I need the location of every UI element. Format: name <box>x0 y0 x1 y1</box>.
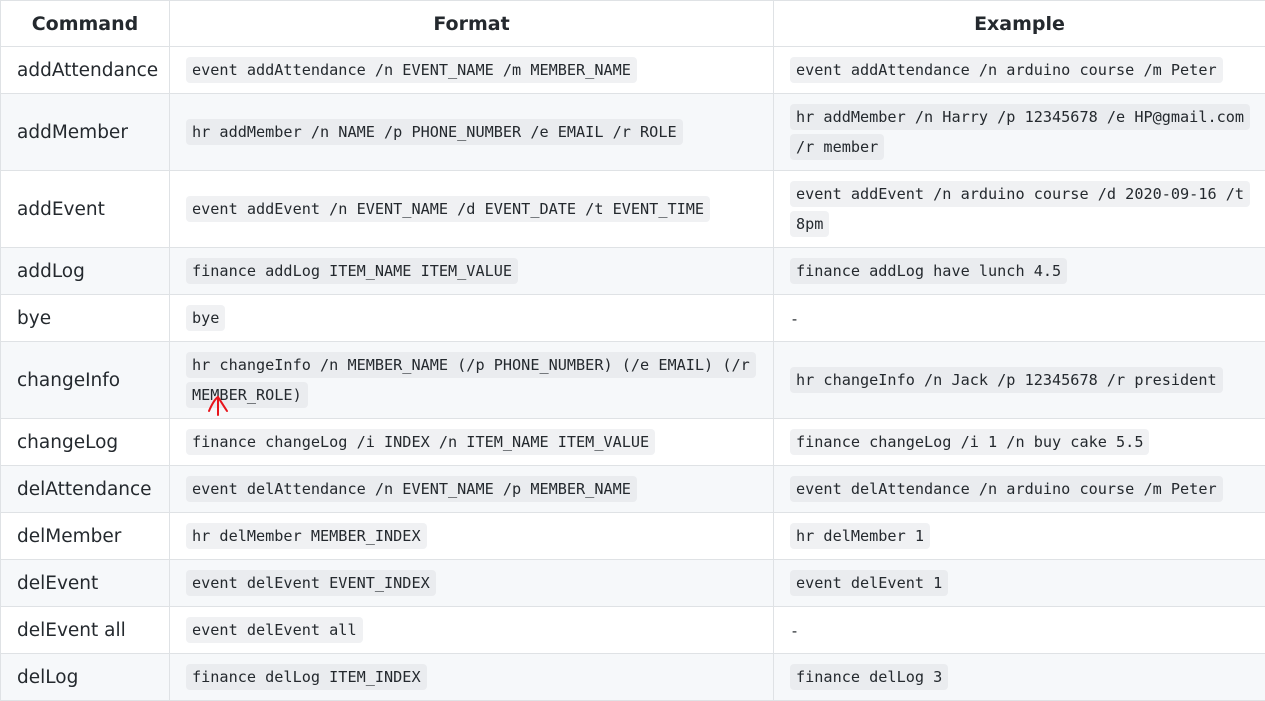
format-code: event delEvent EVENT_INDEX <box>186 570 436 596</box>
example-cell: finance changeLog /i 1 /n buy cake 5.5 <box>774 419 1265 466</box>
table-row: delMember hr delMember MEMBER_INDEX hr d… <box>1 513 1265 560</box>
format-code: event addEvent /n EVENT_NAME /d EVENT_DA… <box>186 196 710 222</box>
table-row: addMember hr addMember /n NAME /p PHONE_… <box>1 94 1265 171</box>
command-cell: changeLog <box>1 419 170 466</box>
format-cell: hr delMember MEMBER_INDEX <box>170 513 774 560</box>
command-cell: addMember <box>1 94 170 171</box>
example-cell: - <box>774 295 1265 342</box>
example-code: hr changeInfo /n Jack /p 12345678 /r pre… <box>790 367 1223 393</box>
header-row: Command Format Example <box>1 1 1265 47</box>
example-code: event delAttendance /n arduino course /m… <box>790 476 1223 502</box>
table-row: delEvent all event delEvent all - <box>1 607 1265 654</box>
table-header: Command Format Example <box>1 1 1265 47</box>
table-row: delAttendance event delAttendance /n EVE… <box>1 466 1265 513</box>
format-code: hr delMember MEMBER_INDEX <box>186 523 427 549</box>
command-cell: changeInfo <box>1 342 170 419</box>
command-cell: delEvent <box>1 560 170 607</box>
example-cell: finance delLog 3 <box>774 654 1265 701</box>
format-cell: finance delLog ITEM_INDEX <box>170 654 774 701</box>
empty-example-dash: - <box>790 622 799 640</box>
command-cell: bye <box>1 295 170 342</box>
header-example: Example <box>774 1 1265 47</box>
table-row: bye bye - <box>1 295 1265 342</box>
table-row: changeLog finance changeLog /i INDEX /n … <box>1 419 1265 466</box>
example-code: hr delMember 1 <box>790 523 930 549</box>
format-cell: event delAttendance /n EVENT_NAME /p MEM… <box>170 466 774 513</box>
example-code: hr addMember /n Harry /p 12345678 /e HP@… <box>790 104 1250 160</box>
table-row: delEvent event delEvent EVENT_INDEX even… <box>1 560 1265 607</box>
table-row: addLog finance addLog ITEM_NAME ITEM_VAL… <box>1 248 1265 295</box>
format-cell: event delEvent all <box>170 607 774 654</box>
example-cell: hr addMember /n Harry /p 12345678 /e HP@… <box>774 94 1265 171</box>
command-cell: delLog <box>1 654 170 701</box>
format-cell: finance changeLog /i INDEX /n ITEM_NAME … <box>170 419 774 466</box>
command-cell: addEvent <box>1 171 170 248</box>
empty-example-dash: - <box>790 310 799 328</box>
example-cell: event addAttendance /n arduino course /m… <box>774 47 1265 94</box>
format-cell: event delEvent EVENT_INDEX <box>170 560 774 607</box>
format-code: hr addMember /n NAME /p PHONE_NUMBER /e … <box>186 119 683 145</box>
command-cell: delEvent all <box>1 607 170 654</box>
example-code: finance changeLog /i 1 /n buy cake 5.5 <box>790 429 1149 455</box>
header-format: Format <box>170 1 774 47</box>
example-cell: hr delMember 1 <box>774 513 1265 560</box>
example-cell: finance addLog have lunch 4.5 <box>774 248 1265 295</box>
example-cell: event delEvent 1 <box>774 560 1265 607</box>
format-cell: finance addLog ITEM_NAME ITEM_VALUE <box>170 248 774 295</box>
format-cell: event addAttendance /n EVENT_NAME /m MEM… <box>170 47 774 94</box>
table-row: addEvent event addEvent /n EVENT_NAME /d… <box>1 171 1265 248</box>
format-cell: hr addMember /n NAME /p PHONE_NUMBER /e … <box>170 94 774 171</box>
command-cell: delAttendance <box>1 466 170 513</box>
header-command: Command <box>1 1 170 47</box>
format-code: finance addLog ITEM_NAME ITEM_VALUE <box>186 258 518 284</box>
format-code: finance delLog ITEM_INDEX <box>186 664 427 690</box>
format-cell: bye <box>170 295 774 342</box>
format-code: bye <box>186 305 225 331</box>
example-code: event addAttendance /n arduino course /m… <box>790 57 1223 83</box>
command-cell: delMember <box>1 513 170 560</box>
table-body: addAttendance event addAttendance /n EVE… <box>1 47 1265 701</box>
table-row: delLog finance delLog ITEM_INDEX finance… <box>1 654 1265 701</box>
format-code: event addAttendance /n EVENT_NAME /m MEM… <box>186 57 637 83</box>
format-code: hr changeInfo /n MEMBER_NAME (/p PHONE_N… <box>186 352 756 408</box>
table-row: addAttendance event addAttendance /n EVE… <box>1 47 1265 94</box>
format-code: event delEvent all <box>186 617 363 643</box>
command-cell: addLog <box>1 248 170 295</box>
example-cell: hr changeInfo /n Jack /p 12345678 /r pre… <box>774 342 1265 419</box>
format-with-annotation: hr changeInfo /n MEMBER_NAME (/p PHONE_N… <box>186 350 763 410</box>
example-code: finance addLog have lunch 4.5 <box>790 258 1067 284</box>
example-cell: - <box>774 607 1265 654</box>
example-code: event delEvent 1 <box>790 570 948 596</box>
example-cell: event delAttendance /n arduino course /m… <box>774 466 1265 513</box>
example-code: finance delLog 3 <box>790 664 948 690</box>
example-code: event addEvent /n arduino course /d 2020… <box>790 181 1250 237</box>
table-row: changeInfo hr changeInfo /n MEMBER_NAME … <box>1 342 1265 419</box>
format-code: finance changeLog /i INDEX /n ITEM_NAME … <box>186 429 655 455</box>
format-code: event delAttendance /n EVENT_NAME /p MEM… <box>186 476 637 502</box>
format-cell: hr changeInfo /n MEMBER_NAME (/p PHONE_N… <box>170 342 774 419</box>
command-cell: addAttendance <box>1 47 170 94</box>
format-cell: event addEvent /n EVENT_NAME /d EVENT_DA… <box>170 171 774 248</box>
example-cell: event addEvent /n arduino course /d 2020… <box>774 171 1265 248</box>
